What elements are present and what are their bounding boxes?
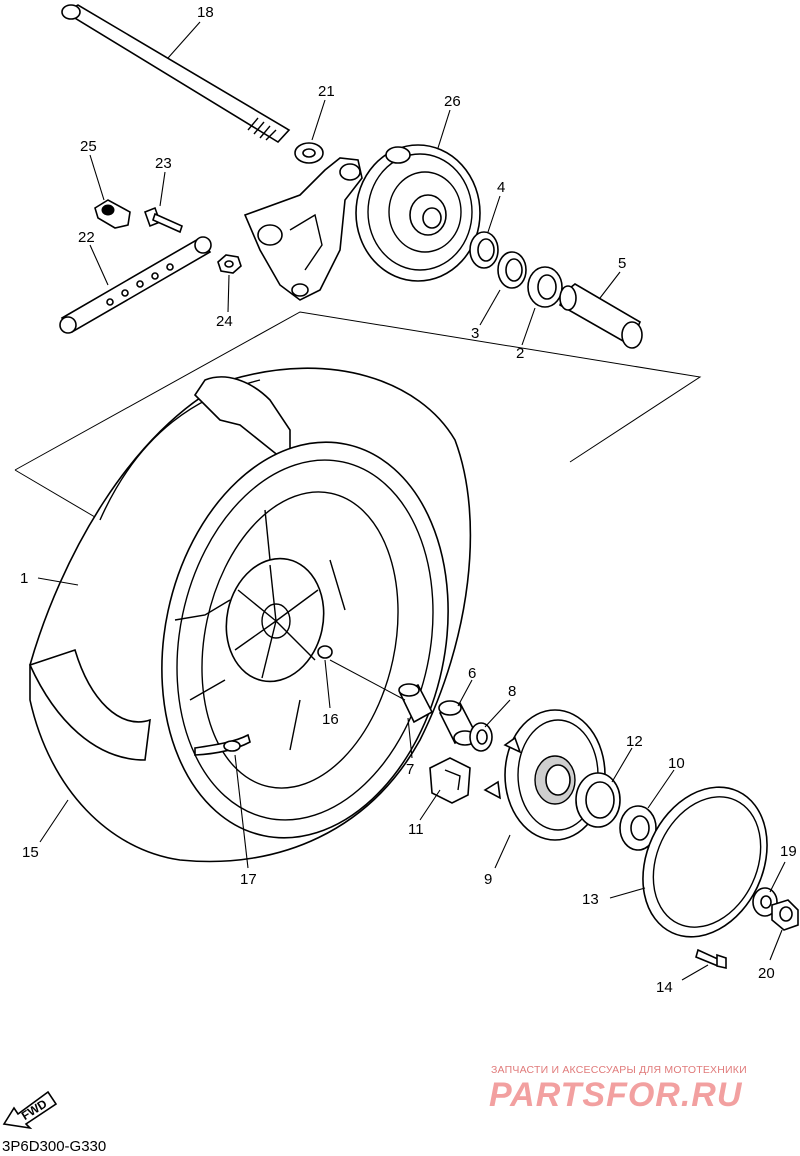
collar-5 xyxy=(559,283,643,349)
driven-flange-26 xyxy=(355,144,481,282)
ring-13 xyxy=(642,786,768,938)
callout-1: 1 xyxy=(20,570,28,587)
washer-21 xyxy=(294,142,324,164)
axle xyxy=(61,4,291,144)
callout-26: 26 xyxy=(444,93,461,110)
oil-seal-12 xyxy=(575,772,621,828)
bearing-2 xyxy=(527,266,563,308)
callout-4: 4 xyxy=(497,179,505,196)
nut-24 xyxy=(217,254,242,274)
callout-24: 24 xyxy=(216,313,233,330)
seal-8 xyxy=(469,722,493,752)
callout-15: 15 xyxy=(22,844,39,861)
bolt-23 xyxy=(143,206,183,234)
bearing-3 xyxy=(497,251,527,289)
washer-19 xyxy=(752,887,778,917)
callout-8: 8 xyxy=(508,683,516,700)
fwd-arrow-icon: FWD xyxy=(2,1090,58,1130)
balance-weight-17 xyxy=(194,733,251,756)
assembly-frame-lines xyxy=(14,311,702,521)
valve-16 xyxy=(317,645,333,659)
callout-6: 6 xyxy=(468,665,476,682)
callout-23: 23 xyxy=(155,155,172,172)
callout-13: 13 xyxy=(582,891,599,908)
callout-19: 19 xyxy=(780,843,797,860)
callout-25: 25 xyxy=(80,138,97,155)
callout-21: 21 xyxy=(318,83,335,100)
callout-9: 9 xyxy=(484,871,492,888)
callout-20: 20 xyxy=(758,965,775,982)
callout-10: 10 xyxy=(668,755,685,772)
document-code: 3P6D300-G330 xyxy=(2,1138,107,1155)
axle-center-line xyxy=(329,659,406,701)
callout-7: 7 xyxy=(406,761,414,778)
watermark-caption: ЗАПЧАСТИ И АКСЕССУАРЫ ДЛЯ МОТОТЕХНИКИ xyxy=(491,1064,747,1076)
bearing-10 xyxy=(619,805,657,851)
torque-arm xyxy=(59,236,212,334)
callout-17: 17 xyxy=(240,871,257,888)
caliper-bracket xyxy=(243,157,363,301)
leader-lines xyxy=(37,21,786,981)
callout-11: 11 xyxy=(408,821,424,838)
damper-11 xyxy=(429,757,471,804)
collar-7 xyxy=(398,683,434,724)
nut-20 xyxy=(771,899,799,931)
clip-25 xyxy=(94,199,131,229)
callout-14: 14 xyxy=(656,979,673,996)
oil-seal-4 xyxy=(469,231,499,269)
callout-2: 2 xyxy=(516,345,524,362)
callout-labels: 18 21 26 4 5 3 2 25 23 22 24 1 15 16 17 … xyxy=(20,4,797,996)
watermark-logo: PARTSFOR.RU xyxy=(489,1076,743,1114)
callout-5: 5 xyxy=(618,255,626,272)
callout-12: 12 xyxy=(626,733,643,750)
callout-3: 3 xyxy=(471,325,479,342)
bolt-14 xyxy=(695,948,727,969)
callout-22: 22 xyxy=(78,229,95,246)
callout-16: 16 xyxy=(322,711,339,728)
callout-18: 18 xyxy=(197,4,214,21)
rim xyxy=(161,441,449,839)
